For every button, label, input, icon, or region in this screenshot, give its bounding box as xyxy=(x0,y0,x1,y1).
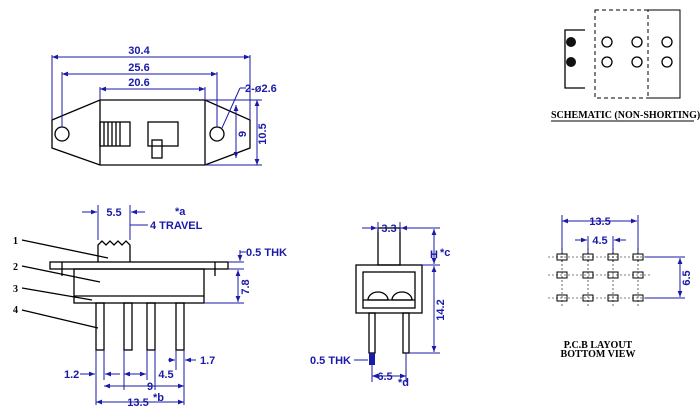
dim-20-6: 20.6 xyxy=(128,77,149,89)
part-label-2: 2 xyxy=(13,262,18,273)
pcb-caption-line2: BOTTOM VIEW xyxy=(561,349,636,360)
terminal-3 xyxy=(146,302,156,351)
dim-1-2: 1.2 xyxy=(64,369,79,381)
end-terminal-left xyxy=(368,312,376,354)
dim-5-5: 5.5 xyxy=(106,207,121,219)
actuator xyxy=(97,240,131,262)
dim-4-5-pcb: 4.5 xyxy=(592,235,607,247)
dim-1-7: 1.7 xyxy=(200,355,215,367)
schematic-pin-common-1 xyxy=(566,37,576,47)
top-view-body xyxy=(51,99,251,166)
cover-plate xyxy=(49,261,229,270)
pcb-caption-line1: P.C.B LAYOUT xyxy=(564,340,633,351)
slider-right xyxy=(147,121,179,147)
dim-13-5-side: 13.5 xyxy=(127,397,148,409)
part-label-4: 4 xyxy=(13,305,18,316)
end-view: 3.3 H *c 14.2 0.5 THK 6.5 *d xyxy=(310,222,450,389)
dim-6-5-end: 6.5 xyxy=(377,371,392,383)
dim-h: H xyxy=(430,249,438,261)
mark-d: *d xyxy=(398,377,409,389)
dim-7-8: 7.8 xyxy=(240,279,252,294)
schematic-caption: SCHEMATIC (NON-SHORTING) xyxy=(551,110,700,121)
part-label-3: 3 xyxy=(13,284,18,295)
terminal-2 xyxy=(123,302,133,351)
end-terminal-right xyxy=(402,312,410,354)
dim-14-2: 14.2 xyxy=(435,299,447,320)
dim-10-5: 10.5 xyxy=(257,123,269,144)
dim-25-6: 25.6 xyxy=(128,62,149,74)
dim-9: 9 xyxy=(237,131,249,137)
schematic: SCHEMATIC (NON-SHORTING) xyxy=(551,9,700,122)
dim-3-3: 3.3 xyxy=(381,223,396,235)
mounting-hole-right xyxy=(209,126,225,142)
schematic-pin-common-2 xyxy=(566,57,576,67)
pcb-layout: 13.5 4.5 6.5 P.C.B LAYOUT BOTTOM xyxy=(548,215,693,360)
dim-13-5-pcb: 13.5 xyxy=(589,216,610,228)
mark-c: *c xyxy=(440,247,450,259)
dim-30-4: 30.4 xyxy=(128,45,150,57)
dim-holes: 2-ø2.6 xyxy=(245,83,277,95)
part-label-1: 1 xyxy=(13,236,18,247)
dim-4-5-side: 4.5 xyxy=(158,369,173,381)
travel-label: 4 TRAVEL xyxy=(150,220,203,232)
side-view: 1 2 3 4 5.5 4 TRAVEL *a 0.5 THK 7.8 xyxy=(13,205,287,409)
terminal-4 xyxy=(175,302,185,351)
mark-b: *b xyxy=(153,392,164,404)
end-thk-label: 0.5 THK xyxy=(310,355,351,367)
top-view: 30.4 25.6 20.6 2-ø2.6 9 10.5 xyxy=(51,45,277,166)
end-housing xyxy=(355,264,423,314)
terminal-1 xyxy=(95,302,105,351)
thk-label: 0.5 THK xyxy=(246,247,287,259)
housing xyxy=(73,268,205,304)
mark-a: *a xyxy=(175,206,186,218)
dim-6-5-pcb: 6.5 xyxy=(681,270,693,285)
mounting-hole-left xyxy=(54,126,70,142)
dim-9-side: 9 xyxy=(147,381,153,393)
